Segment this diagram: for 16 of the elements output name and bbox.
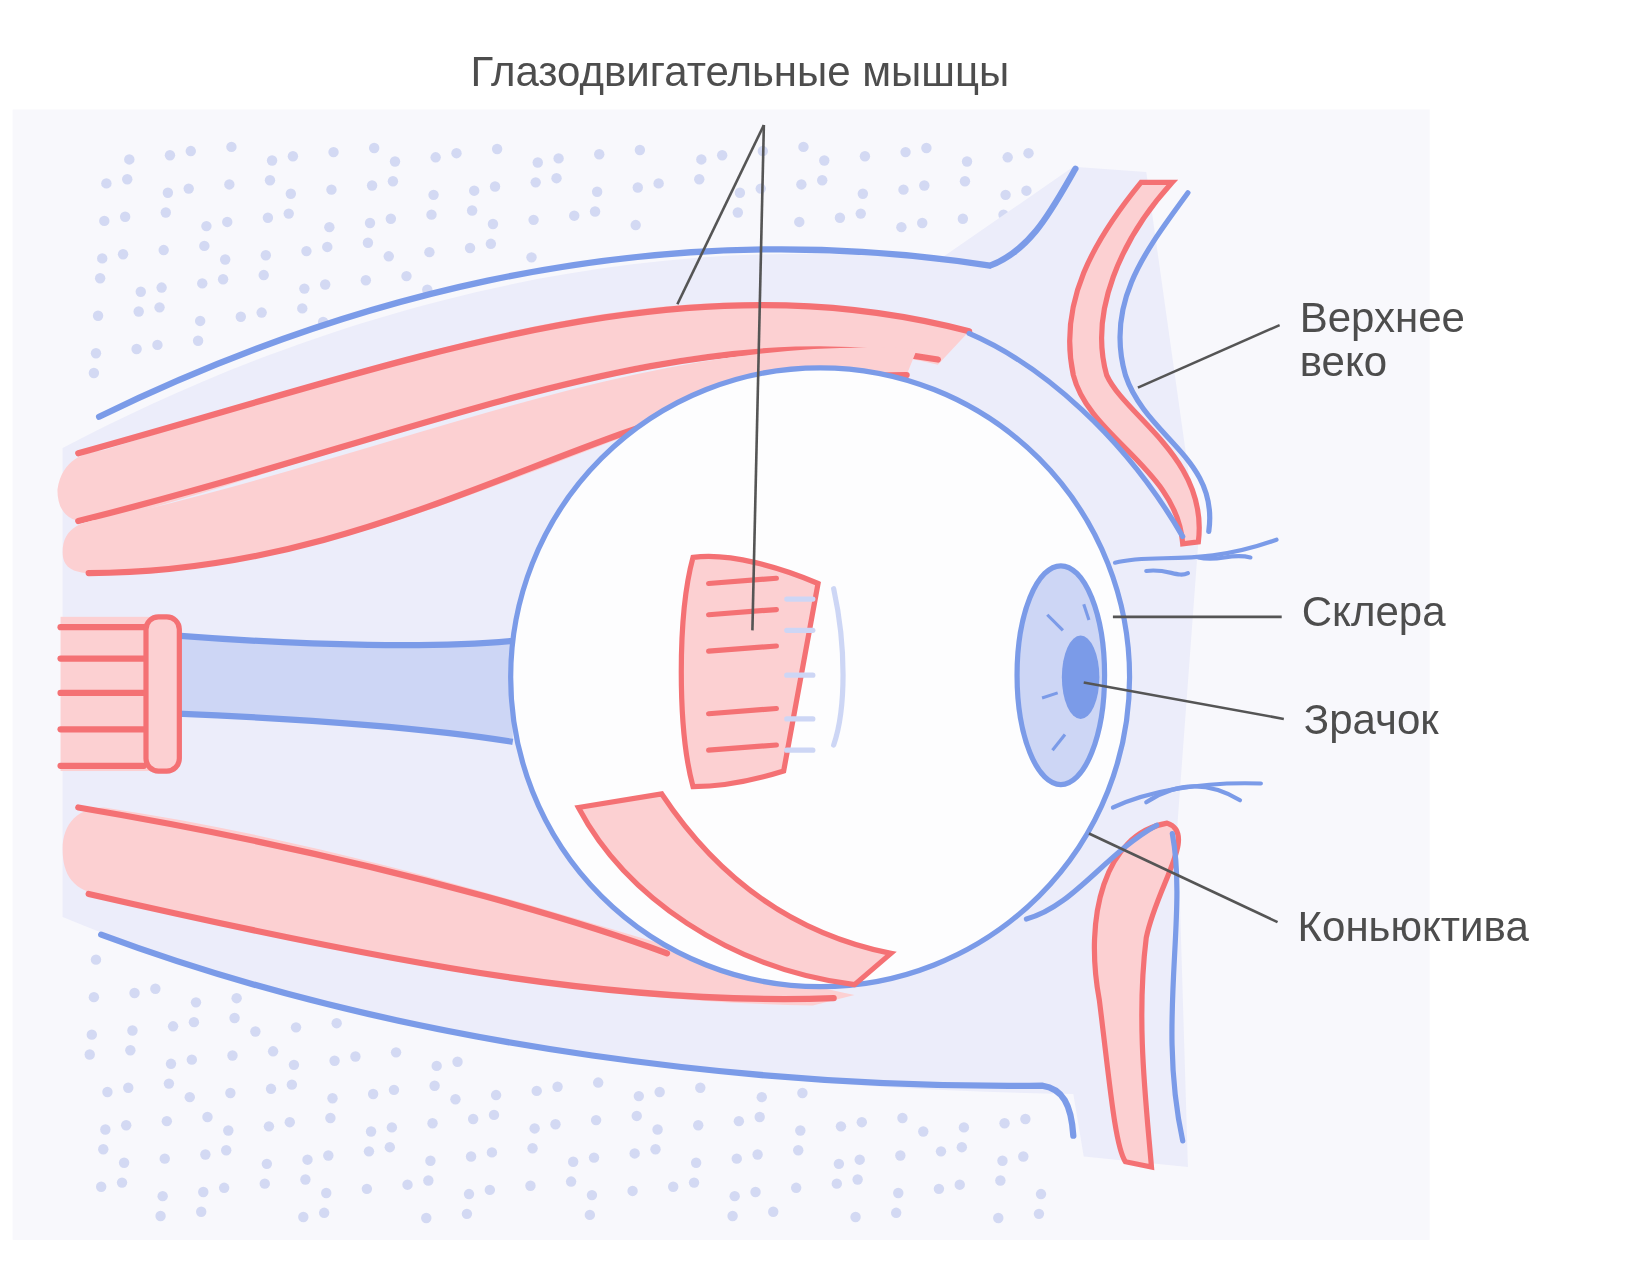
leader-line <box>1137 323 1281 389</box>
eyelid-drawing <box>1067 179 1202 547</box>
leader-line <box>1088 832 1279 924</box>
pupil-ellipse <box>1061 635 1100 719</box>
anatomy-label: Верхнее веко <box>1299 295 1466 384</box>
leader-line <box>751 125 766 631</box>
anatomy-label: Зрачок <box>1303 698 1439 743</box>
eyeball-circle <box>508 365 1133 990</box>
leader-line <box>1083 681 1285 721</box>
leader-line <box>676 124 766 305</box>
anatomy-label: Глазодвигательные мышцы <box>470 50 1010 94</box>
anatomy-label: Склера <box>1301 589 1446 634</box>
anatomy-label: Коньюктива <box>1297 904 1529 949</box>
leader-line <box>1112 615 1282 619</box>
conjunctiva-line <box>1023 822 1160 922</box>
muscle-band <box>678 553 821 790</box>
